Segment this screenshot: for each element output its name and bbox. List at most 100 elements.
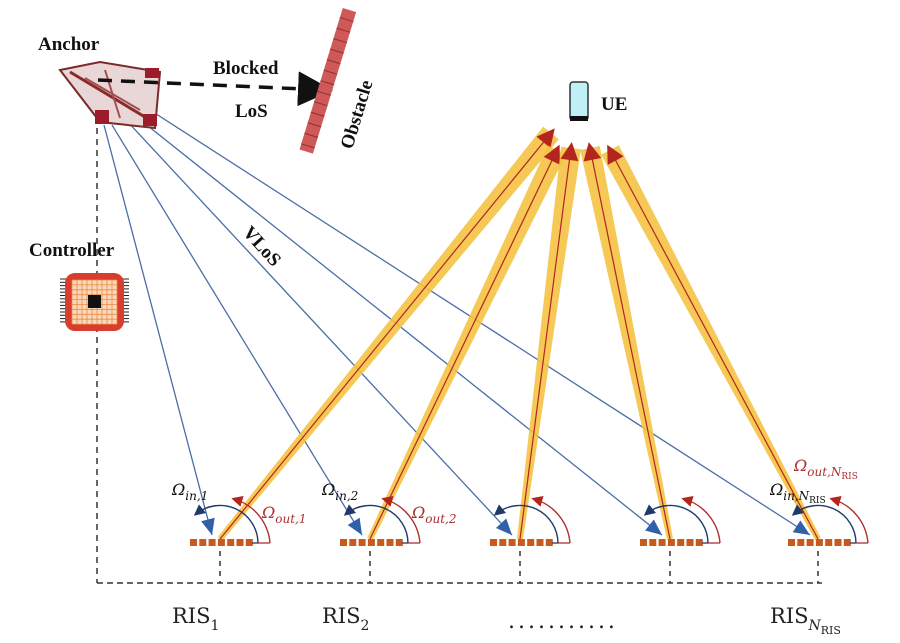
ris-element	[340, 539, 347, 546]
beam-core-line	[519, 147, 572, 540]
ris-element	[199, 539, 207, 546]
ris-label: RISNRIS	[770, 604, 841, 637]
incident-arrowhead	[645, 519, 662, 535]
out-angle-arc	[531, 495, 571, 544]
ris-element	[490, 539, 497, 546]
obstacle-segment	[301, 143, 315, 149]
obstacle-segment	[339, 17, 354, 23]
ris-element	[508, 539, 516, 546]
obstacle-segment	[307, 122, 322, 128]
ris-label: RIS2	[322, 604, 369, 634]
obstacle-segment	[330, 48, 344, 54]
ris-element	[825, 539, 833, 546]
ris-element	[649, 539, 657, 546]
omega-out-label: Ωout,1	[261, 503, 307, 526]
beam-core-line	[219, 132, 552, 540]
incident-arrowhead	[792, 520, 810, 535]
controller-label: Controller	[29, 240, 115, 261]
ris-element	[667, 539, 675, 546]
ris-element	[695, 539, 703, 546]
beam-core-line	[369, 149, 558, 540]
ris-element	[806, 539, 814, 546]
incident-arrowhead	[347, 517, 362, 535]
ris-element	[677, 539, 685, 546]
ris-element	[208, 539, 216, 546]
obstacle-label: Obstacle	[337, 78, 378, 152]
ris-label: RIS1	[172, 604, 219, 634]
ris-element	[245, 539, 253, 546]
ris-element	[536, 539, 544, 546]
in-angle-arc	[193, 504, 259, 544]
blocked-los-arrow	[97, 71, 333, 107]
ris-element	[386, 539, 394, 546]
incident-arrowhead	[495, 518, 512, 535]
ue-beam	[367, 145, 567, 541]
out-angle-arc	[381, 495, 421, 544]
beam-core-line	[609, 149, 819, 540]
ris-panel	[490, 495, 571, 546]
ue-label: UE	[601, 94, 627, 115]
obstacle-segment	[326, 59, 341, 65]
obstacle-segment	[317, 90, 331, 96]
ellipsis-label: ...........	[508, 609, 618, 634]
in-angle-arc	[791, 504, 857, 544]
ue-phone-icon	[569, 81, 589, 121]
ris-panel	[640, 495, 721, 546]
omega-out-label: Ωout,2	[411, 503, 457, 526]
blocked-label: Blocked	[213, 58, 279, 79]
ue-arrowhead	[560, 142, 579, 162]
anchor-label: Anchor	[38, 34, 100, 55]
obstacle-segment	[333, 38, 347, 44]
ris-element	[358, 539, 366, 546]
out-angle-arc	[829, 495, 869, 544]
beam-core-line	[589, 147, 671, 540]
vlos-link	[111, 124, 363, 536]
controller-chip-icon	[60, 273, 129, 331]
ris-element	[640, 539, 647, 546]
ris-element	[843, 539, 851, 546]
ue-arrowhead	[607, 144, 624, 165]
omega-in-label: Ωin,NRIS	[769, 480, 826, 506]
ris-element	[349, 539, 357, 546]
control-bus	[96, 128, 822, 584]
ris-element	[367, 539, 375, 546]
in-angle-arc	[643, 504, 709, 544]
ris-element	[834, 539, 842, 546]
obstacle-segment	[313, 101, 328, 107]
los-label: LoS	[235, 101, 268, 122]
ue-arrowhead	[583, 142, 602, 162]
ris-element	[545, 539, 553, 546]
obstacle-icon	[299, 8, 357, 154]
incident-arrowhead	[201, 517, 215, 535]
vlos-link	[125, 119, 513, 536]
ris-element	[499, 539, 507, 546]
out-angle-arc	[231, 495, 271, 544]
ris-element	[217, 539, 225, 546]
ue-arrowhead	[543, 144, 560, 165]
obstacle-segment	[336, 27, 351, 33]
obstacle-segment	[323, 69, 338, 75]
ris-element	[658, 539, 666, 546]
ris-element	[815, 539, 823, 546]
ris-element	[190, 539, 197, 546]
omega-out-label: Ωout,NRIS	[793, 456, 858, 482]
ris-labels: RIS1 RIS2 RISNRIS	[172, 604, 841, 637]
anchor-icon	[58, 60, 162, 130]
ris-element	[517, 539, 525, 546]
ris-element	[227, 539, 235, 546]
vlos-link	[103, 124, 213, 536]
out-angle-arc	[681, 495, 721, 544]
omega-in-label: Ωin,2	[321, 480, 358, 503]
ue-arrowhead	[536, 128, 555, 148]
ris-element	[236, 539, 244, 546]
obstacle-segment	[320, 80, 335, 86]
ris-element	[788, 539, 795, 546]
obstacle-segment	[304, 132, 319, 138]
in-angle-arc	[343, 504, 409, 544]
ris-element	[686, 539, 694, 546]
obstacle-segment	[310, 111, 325, 117]
ue-beams	[217, 126, 821, 541]
ris-element	[395, 539, 403, 546]
